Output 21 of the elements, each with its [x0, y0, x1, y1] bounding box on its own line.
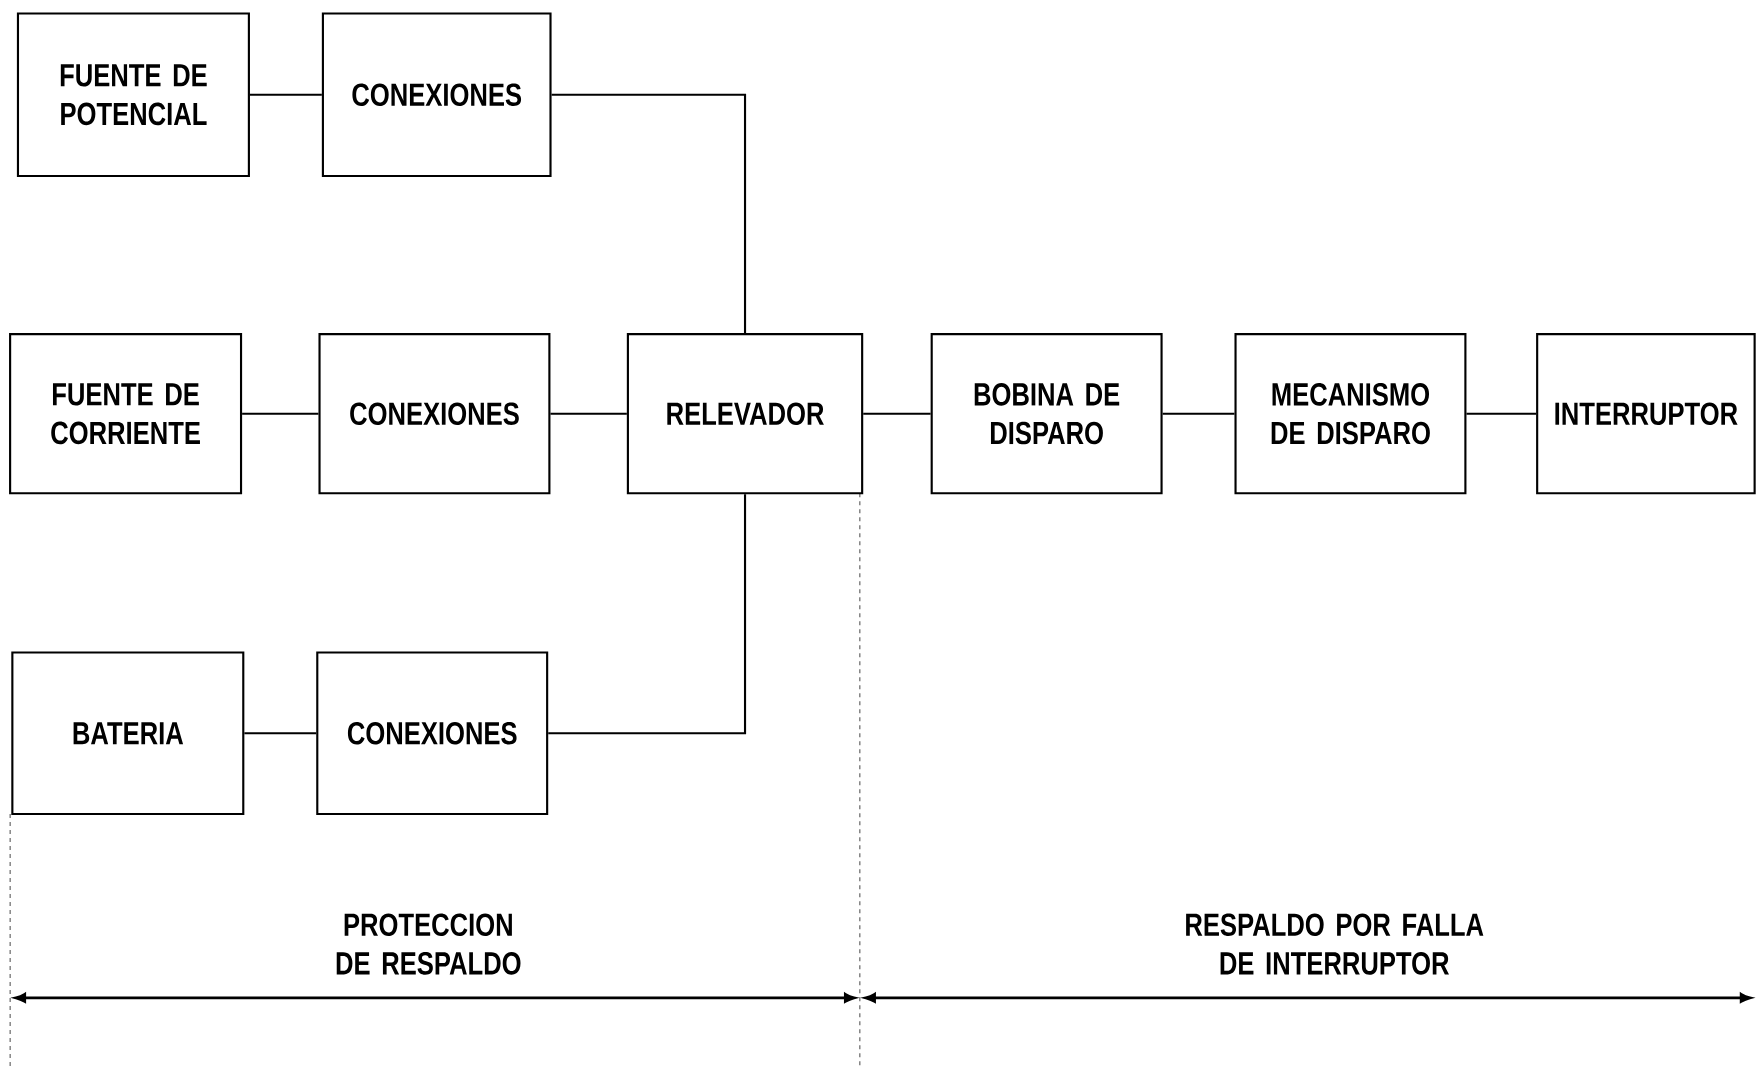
process-box: BATERIA: [11, 651, 245, 815]
process-box: RELEVADOR: [626, 332, 864, 495]
connector-line: [244, 732, 317, 735]
process-box: FUENTE DE CORRIENTE: [9, 332, 243, 495]
span-label: PROTECCION DE RESPALDO: [336, 913, 521, 975]
process-box: INTERRUPTOR: [1536, 332, 1756, 495]
connector-line: [550, 412, 627, 415]
connector-line: [1162, 412, 1235, 415]
connector-line: [551, 93, 747, 333]
process-box: MECANISMO DE DISPARO: [1234, 332, 1467, 495]
span-label: RESPALDO POR FALLA DE INTERRUPTOR: [1186, 913, 1484, 975]
connector-line: [249, 93, 322, 96]
connector-line: [242, 412, 319, 415]
process-box: CONEXIONES: [318, 332, 551, 495]
process-box: BOBINA DE DISPARO: [930, 332, 1163, 495]
connector-line: [548, 494, 747, 735]
connector-line: [1466, 412, 1537, 415]
process-box: FUENTE DE POTENCIAL: [16, 12, 250, 177]
connector-line: [863, 412, 931, 415]
process-box: CONEXIONES: [316, 651, 549, 815]
process-box: CONEXIONES: [321, 12, 552, 177]
